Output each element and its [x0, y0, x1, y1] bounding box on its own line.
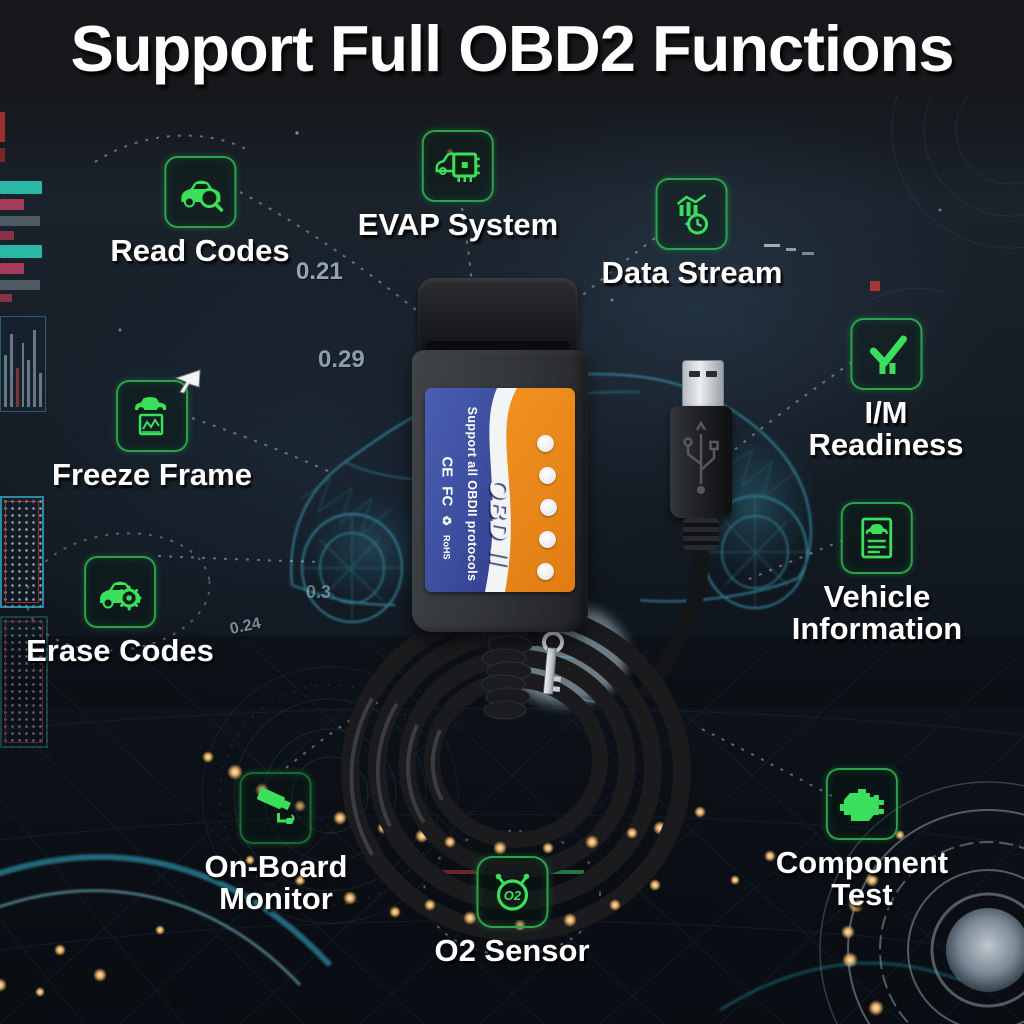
feature-label: Data Stream — [601, 255, 783, 290]
spiral-wrap — [480, 622, 533, 720]
label-brand-text: OBD II — [484, 477, 515, 567]
ce-mark: CE — [438, 456, 456, 478]
ticker-bar — [0, 216, 40, 226]
car-gear-icon — [83, 556, 156, 628]
label-cert-marks: CE FC ♻ RoHS — [439, 456, 456, 559]
bg-number: 0.3 — [306, 582, 332, 602]
left-equalizer-panel — [0, 316, 46, 412]
usb-strain-relief — [683, 518, 719, 550]
feature-component-test: Component Test — [776, 768, 948, 910]
usb-slot — [706, 371, 717, 377]
car-key — [542, 631, 565, 695]
o2-icon-text: O2 — [503, 888, 521, 903]
feature-data-stream: Data Stream — [601, 178, 783, 290]
feature-erase-codes: Erase Codes — [26, 556, 214, 667]
fcc-mark: FC — [438, 486, 456, 507]
recycle-icon: ♻ — [440, 515, 454, 527]
feature-label: Vehicle Information — [791, 579, 963, 646]
led-dot — [539, 531, 556, 548]
feature-on-board-monitor: On-Board Monitor — [204, 772, 348, 916]
feature-label: Read Codes — [110, 233, 290, 268]
ticker-bar — [0, 263, 24, 274]
usb-slot — [689, 371, 700, 377]
led-dot — [539, 467, 556, 484]
feature-label: I/M Readiness — [808, 395, 964, 462]
ticker-bar — [0, 199, 24, 210]
dashed-connectors — [25, 134, 853, 956]
ticker-bar — [0, 245, 42, 258]
ticker-bar — [0, 181, 42, 194]
usb-trident-icon — [683, 420, 719, 494]
banner-title: Support Full OBD2 Functions — [70, 11, 955, 85]
led-dot — [537, 435, 554, 452]
led-dot — [537, 563, 554, 580]
car-search-icon — [163, 156, 236, 228]
feature-label: Component Test — [775, 845, 949, 912]
label-side-text: Support all OBDII protocols — [465, 406, 479, 582]
feature-im-readiness: I/M Readiness — [808, 318, 964, 462]
ticker-bar — [0, 280, 40, 290]
label-artwork — [425, 388, 575, 592]
hud-circle-right — [0, 781, 1024, 1024]
teal-streaks — [0, 854, 961, 1012]
cursor-arrow-icon — [174, 369, 201, 394]
feature-label: Freeze Frame — [52, 457, 252, 492]
feature-label: EVAP System — [357, 207, 559, 242]
car-chip-icon — [422, 130, 494, 202]
car-snapshot-icon — [115, 369, 201, 452]
feature-vehicle-information: Vehicle Information — [791, 502, 963, 646]
chart-history-icon — [655, 178, 728, 250]
bg-number: 0.21 — [296, 258, 343, 285]
feature-label: On-Board Monitor — [204, 849, 348, 916]
engine-icon — [825, 768, 898, 840]
feature-evap-system: EVAP System — [358, 130, 558, 241]
banner: Support Full OBD2 Functions — [0, 0, 1024, 96]
bg-number: 0.29 — [318, 346, 365, 373]
usb-plug-body — [670, 406, 732, 518]
car-document-icon — [841, 502, 913, 574]
wireframe-car — [290, 373, 821, 623]
small-marks — [0, 112, 942, 874]
scanner-label: Support all OBDII protocols OBD II CE FC… — [425, 388, 575, 592]
left-dot-panel — [0, 496, 44, 608]
ticker-bar — [0, 294, 12, 302]
im-check-icon — [849, 318, 922, 390]
obd2-connector — [418, 278, 578, 356]
rohs-mark: RoHS — [442, 535, 452, 560]
usb-metal-tip — [682, 360, 724, 408]
led-dot — [540, 499, 557, 516]
feature-o2-sensor: O2 O2 Sensor — [434, 856, 590, 968]
feature-label: Erase Codes — [26, 633, 214, 668]
left-dot-panel-2 — [0, 616, 48, 748]
feature-read-codes: Read Codes — [110, 156, 290, 268]
feature-freeze-frame: Freeze Frame — [52, 369, 252, 492]
cctv-camera-icon — [240, 772, 312, 844]
o2-gauge-icon: O2 — [476, 856, 548, 928]
ticker-bar — [0, 231, 14, 240]
feature-label: O2 Sensor — [434, 933, 590, 968]
